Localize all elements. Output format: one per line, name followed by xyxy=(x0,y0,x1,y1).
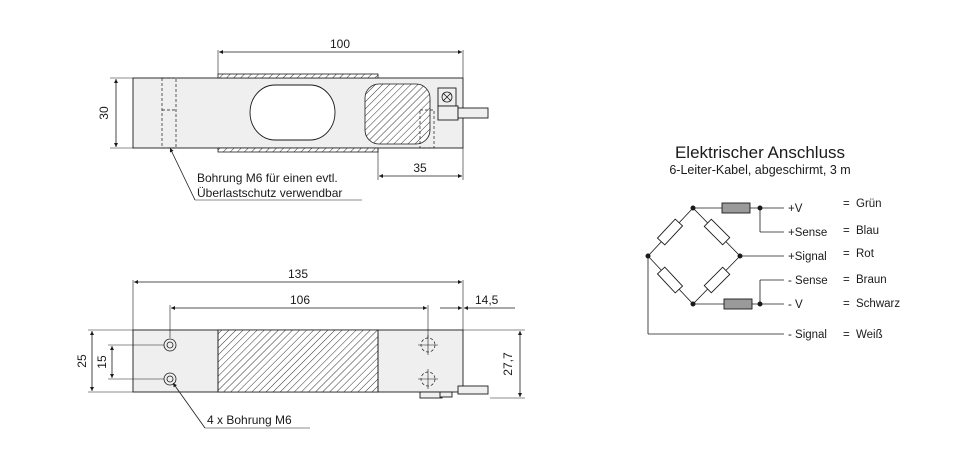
top-strip-hatch xyxy=(217,73,379,79)
equals-6: = xyxy=(843,329,850,341)
wire-signal-4: - Sense xyxy=(788,275,828,287)
wire-signal-6: - Signal xyxy=(788,329,827,341)
compensation-resistor-top xyxy=(721,202,751,214)
top-view: 100 30 35 Bohrung M6 für einen evtl. Übe… xyxy=(97,37,489,201)
dim-offset-label: 35 xyxy=(413,161,427,175)
dim-end-label: 14,5 xyxy=(475,293,499,307)
wire-color-2: Blau xyxy=(856,225,879,237)
wire-color-6: Weiß xyxy=(856,329,883,341)
gland-hatch xyxy=(364,83,431,145)
resistor-1 xyxy=(656,218,684,246)
electrical-connection: Elektrischer Anschluss 6-Leiter-Kabel, a… xyxy=(645,143,900,341)
side-view: 135 106 14,5 25 15 27,7 4 x Bohrung M6 xyxy=(75,267,525,429)
dim-total-label: 135 xyxy=(288,267,308,281)
equals-2: = xyxy=(843,225,850,237)
wire-signal-5: - V xyxy=(788,299,803,311)
wire-signal-1: +V xyxy=(788,203,803,215)
side-hatch xyxy=(217,329,379,393)
resistor-4 xyxy=(703,266,731,294)
equals-1: = xyxy=(843,198,850,210)
wire-color-5: Schwarz xyxy=(856,298,900,310)
bridge-diamond xyxy=(647,207,741,305)
cable-side xyxy=(457,385,489,395)
equals-4: = xyxy=(843,274,850,286)
wire-color-4: Braun xyxy=(856,274,887,286)
dim-height-label: 30 xyxy=(97,106,111,120)
dim-length-label: 100 xyxy=(330,37,350,51)
connection-title: Elektrischer Anschluss xyxy=(675,143,845,162)
dim-holes-label: 106 xyxy=(290,293,310,307)
note-leader xyxy=(169,147,196,201)
dim-hole-spacing-label: 15 xyxy=(95,355,109,369)
wire-signal-2: +Sense xyxy=(788,227,827,239)
wire-color-3: Rot xyxy=(856,248,875,260)
resistor-3 xyxy=(656,266,684,294)
bore-note: 4 x Bohrung M6 xyxy=(207,413,292,427)
wire-color-1: Grün xyxy=(856,198,882,210)
connection-subtitle: 6-Leiter-Kabel, abgeschirmt, 3 m xyxy=(669,163,850,177)
bore-note-leader xyxy=(172,382,206,429)
compensation-resistor-bottom xyxy=(723,298,753,310)
overload-bore-right xyxy=(419,109,435,149)
equals-3: = xyxy=(843,248,850,260)
cable xyxy=(457,107,489,119)
overload-note-line2: Überlastschutz verwendbar xyxy=(197,186,342,200)
dim-height-side-label: 25 xyxy=(75,354,89,368)
resistor-2 xyxy=(703,218,731,246)
equals-5: = xyxy=(843,298,850,310)
wire-signal-3: +Signal xyxy=(788,251,827,263)
bottom-strip-hatch xyxy=(217,147,379,153)
dim-total-height-label: 27,7 xyxy=(501,352,515,376)
overload-note-line1: Bohrung M6 für einen evtl. xyxy=(197,171,338,185)
overload-bore-left xyxy=(161,77,177,149)
